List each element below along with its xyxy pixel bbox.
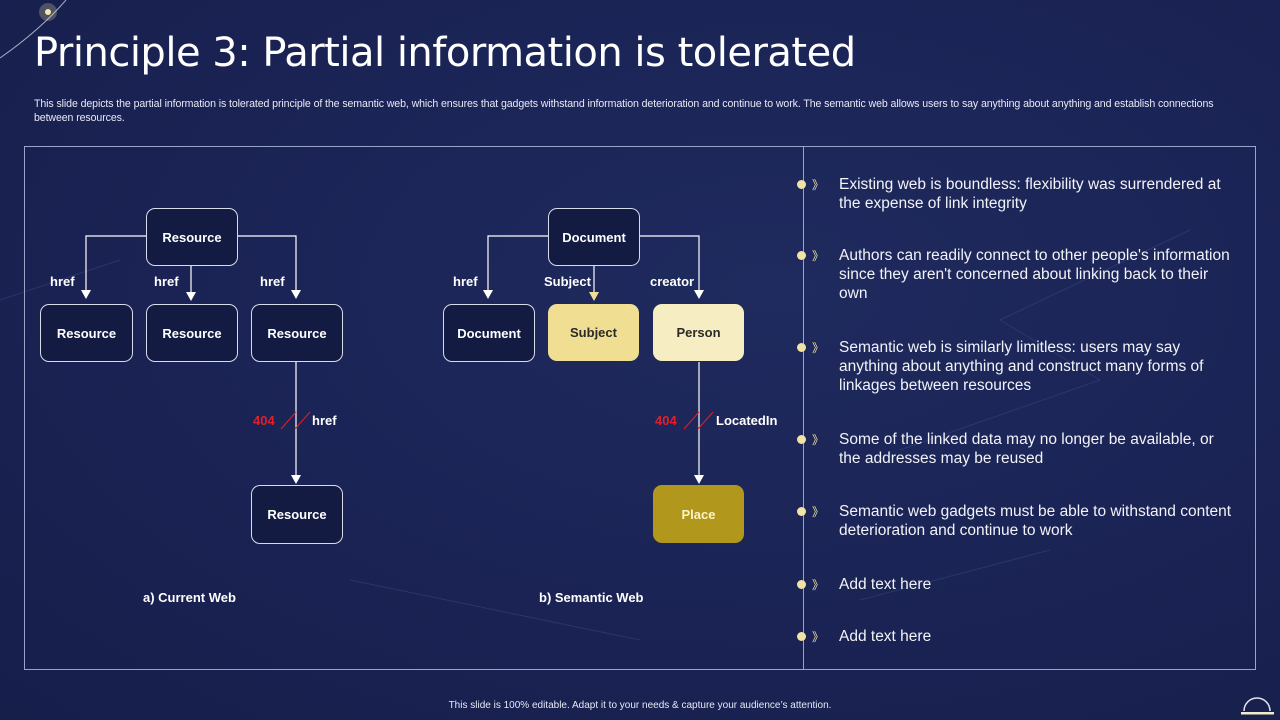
edge-label-current-3: href bbox=[260, 274, 285, 289]
edge-label-semantic-1: href bbox=[453, 274, 478, 289]
node-current-child-3: Resource bbox=[251, 304, 343, 362]
home-arc-icon[interactable] bbox=[1240, 690, 1276, 718]
footer-note: This slide is 100% editable. Adapt it to… bbox=[448, 700, 832, 711]
node-semantic-place: Place bbox=[653, 485, 744, 543]
chevron-right-icon: 》 bbox=[812, 178, 825, 192]
node-semantic-person: Person bbox=[653, 304, 744, 361]
bullet-item: 》 Authors can readily connect to other p… bbox=[797, 246, 1237, 303]
half-moon-dot-icon bbox=[797, 180, 806, 189]
half-moon-dot-icon bbox=[797, 343, 806, 352]
bullet-item: 》 Existing web is boundless: flexibility… bbox=[797, 175, 1237, 213]
edge-label-current-1: href bbox=[50, 274, 75, 289]
node-semantic-root: Document bbox=[548, 208, 640, 266]
diagrams-area: Resource Resource Resource Resource Reso… bbox=[40, 208, 778, 605]
chevron-right-icon: 》 bbox=[812, 630, 825, 644]
edge-current-right bbox=[237, 235, 297, 292]
edge-semantic-left bbox=[487, 235, 548, 292]
bullet-item: 》 Add text here bbox=[797, 627, 1237, 646]
half-moon-dot-icon bbox=[797, 632, 806, 641]
edge-label-semantic-broken: LocatedIn bbox=[716, 413, 778, 428]
slide-subtitle: This slide depicts the partial informati… bbox=[34, 98, 1214, 124]
bullet-item: 》 Semantic web is similarly limitless: u… bbox=[797, 338, 1237, 395]
chevron-right-icon: 》 bbox=[812, 578, 825, 592]
half-moon-dot-icon bbox=[797, 580, 806, 589]
edge-label-semantic-3: creator bbox=[650, 274, 695, 289]
chevron-right-icon: 》 bbox=[812, 249, 825, 263]
node-semantic-subject: Subject bbox=[548, 304, 639, 361]
bullet-list: 》 Existing web is boundless: flexibility… bbox=[797, 0, 1257, 720]
error-404-semantic: 404 bbox=[655, 413, 677, 428]
caption-current-web: a) Current Web bbox=[143, 590, 236, 605]
bullet-item: 》 Add text here bbox=[797, 575, 1237, 594]
half-moon-dot-icon bbox=[797, 435, 806, 444]
edge-label-current-2: href bbox=[154, 274, 179, 289]
edge-current-left bbox=[85, 235, 147, 292]
connector-lines bbox=[85, 235, 714, 430]
chevron-right-icon: 》 bbox=[812, 341, 825, 355]
slide-title: Principle 3: Partial information is tole… bbox=[34, 30, 856, 76]
node-current-broken-target: Resource bbox=[251, 485, 343, 544]
content-frame bbox=[24, 146, 1256, 670]
edge-label-current-broken: href bbox=[312, 413, 337, 428]
panel-divider bbox=[803, 146, 804, 670]
error-404-current: 404 bbox=[253, 413, 275, 428]
node-current-root: Resource bbox=[146, 208, 238, 266]
node-current-child-1: Resource bbox=[40, 304, 133, 362]
node-current-child-2: Resource bbox=[146, 304, 238, 362]
node-semantic-document: Document bbox=[443, 304, 535, 362]
bullet-item: 》 Semantic web gadgets must be able to w… bbox=[797, 502, 1237, 540]
caption-semantic-web: b) Semantic Web bbox=[539, 590, 644, 605]
half-moon-dot-icon bbox=[797, 251, 806, 260]
half-moon-dot-icon bbox=[797, 507, 806, 516]
edge-label-semantic-2: Subject bbox=[544, 274, 591, 289]
chevron-right-icon: 》 bbox=[812, 505, 825, 519]
bullet-item: 》 Some of the linked data may no longer … bbox=[797, 430, 1237, 468]
edge-semantic-right bbox=[640, 235, 700, 292]
chevron-right-icon: 》 bbox=[812, 433, 825, 447]
